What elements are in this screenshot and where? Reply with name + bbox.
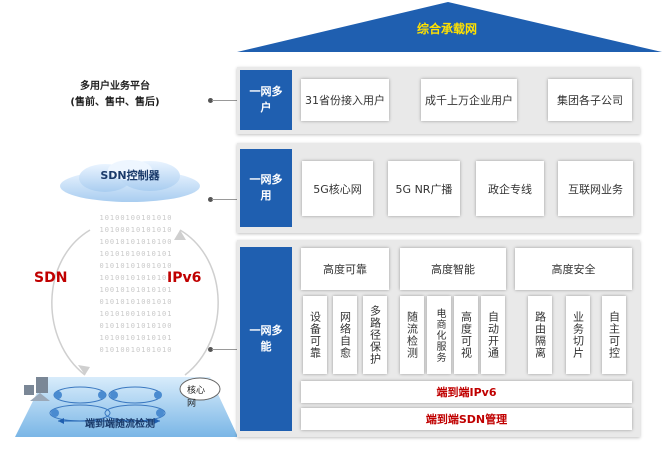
cloud-icon bbox=[60, 160, 200, 202]
capability-item: 设备可靠 bbox=[303, 296, 327, 374]
binary-row: 01010101010100 bbox=[99, 322, 173, 330]
binary-row: 10010101010101 bbox=[99, 286, 173, 294]
sdn-controller-label: SDN控制器 bbox=[100, 169, 160, 182]
connector-dot bbox=[208, 98, 213, 103]
binary-row: 01010010101010 bbox=[99, 346, 173, 354]
binary-row: 10010101010100 bbox=[99, 238, 173, 246]
capability-item: 自主可控 bbox=[602, 296, 626, 374]
row1-tab: 一网多户 bbox=[240, 70, 292, 130]
row2-item: 互联网业务 bbox=[558, 161, 633, 216]
row2-item: 5G核心网 bbox=[302, 161, 373, 216]
connector-line bbox=[212, 199, 238, 200]
platform-title: 多用户业务平台 bbox=[80, 81, 150, 92]
connector-dot bbox=[208, 197, 213, 202]
sdn-label: SDN bbox=[34, 270, 68, 286]
capability-item: 自动开通 bbox=[481, 296, 505, 374]
detect-label: 端到端随流检测 bbox=[85, 419, 155, 430]
binary-row: 10101010010101 bbox=[99, 250, 173, 258]
row2-tab: 一网多用 bbox=[240, 149, 292, 227]
core-network-label: 核心网 bbox=[187, 386, 206, 409]
binary-row: 10101001010101 bbox=[99, 310, 173, 318]
capability-item: 业务切片 bbox=[566, 296, 590, 374]
binary-row: 01010101001010 bbox=[99, 298, 173, 306]
connector-line bbox=[212, 349, 238, 350]
group-header: 高度可靠 bbox=[301, 248, 389, 290]
capability-item: 多路径保护 bbox=[363, 296, 387, 374]
platform-subtitle: (售前、售中、售后) bbox=[70, 97, 160, 108]
roof-title: 综合承载网 bbox=[416, 22, 477, 36]
row2-item: 政企专线 bbox=[476, 161, 544, 216]
cycle-arrows-icon bbox=[51, 229, 219, 376]
capability-item: 高度可视 bbox=[454, 296, 478, 374]
row1-item: 成千上万企业用户 bbox=[421, 79, 517, 121]
binary-row: 10100101010101 bbox=[99, 274, 173, 282]
ipv6-bar: 端到端IPv6 bbox=[301, 381, 632, 403]
row1-item: 31省份接入用户 bbox=[301, 79, 389, 121]
connector-line bbox=[212, 100, 238, 101]
roof-triangle bbox=[237, 2, 662, 52]
capability-item: 网络自愈 bbox=[333, 296, 357, 374]
capability-item: 随流检测 bbox=[400, 296, 424, 374]
capability-item: 路由隔离 bbox=[528, 296, 552, 374]
sdn-management-bar: 端到端SDN管理 bbox=[301, 408, 632, 430]
network-platform bbox=[15, 377, 238, 437]
group-header: 高度智能 bbox=[400, 248, 506, 290]
row3-tab: 一网多能 bbox=[240, 247, 292, 431]
binary-row: 10100101010101 bbox=[99, 334, 173, 342]
connector-dot bbox=[208, 347, 213, 352]
row1-item: 集团各子公司 bbox=[548, 79, 632, 121]
binary-row: 10100100101010 bbox=[99, 214, 173, 222]
ipv6-label: IPv6 bbox=[167, 270, 202, 286]
group-header: 高度安全 bbox=[515, 248, 632, 290]
row2-item: 5G NR广播 bbox=[388, 161, 460, 216]
binary-row: 10100010101010 bbox=[99, 226, 173, 234]
binary-row: 01010101001010 bbox=[99, 262, 173, 270]
capability-item: 电商化服务 bbox=[427, 296, 451, 374]
